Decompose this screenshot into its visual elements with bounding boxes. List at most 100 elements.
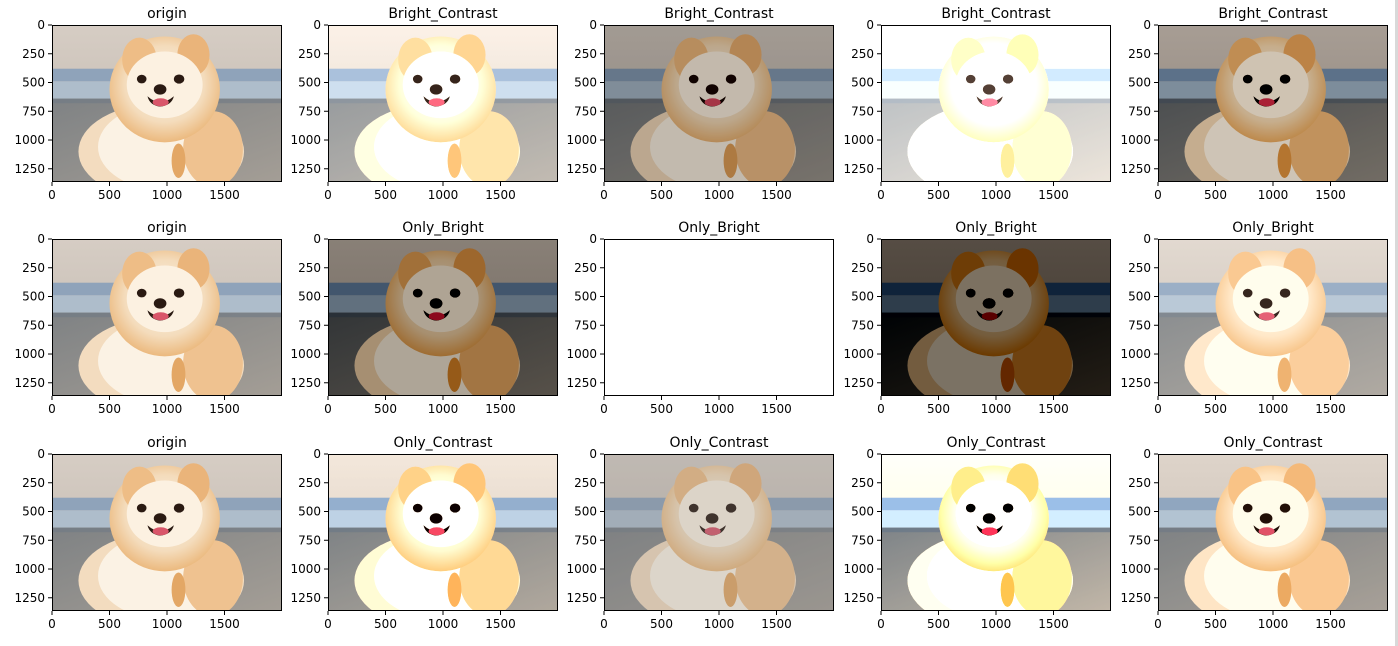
y-tick-label: 250 [1128,476,1151,490]
subplot-title: Bright_Contrast [1218,6,1328,22]
y-tick-label: 1250 [1120,376,1151,390]
dog-image [1158,239,1388,396]
x-tick-label: 1500 [209,188,240,202]
y-tick-label: 750 [298,318,321,332]
x-tick-label: 1500 [1315,617,1346,631]
y-tick-label: 750 [574,318,597,332]
x-tick-label: 500 [927,617,950,631]
x-tick-label: 1000 [704,188,735,202]
y-tick-label: 250 [22,47,45,61]
axes-frame [328,454,558,611]
x-tick-label: 1500 [761,402,792,416]
y-tick-label: 750 [1128,318,1151,332]
y-tick-label: 1000 [843,133,874,147]
y-tick-label: 500 [851,290,874,304]
y-tick-label: 1000 [1120,133,1151,147]
y-tick-label: 750 [22,318,45,332]
y-tick-label: 1250 [843,162,874,176]
axes-frame [328,239,558,396]
y-tick-label: 250 [22,476,45,490]
x-tick-label: 1000 [152,617,183,631]
x-tick-label: 0 [324,617,332,631]
y-tick-label: 500 [1128,76,1151,90]
dog-image [328,454,558,611]
x-tick-label: 1000 [428,402,459,416]
axes-frame [604,454,834,611]
y-tick-label: 1000 [566,347,597,361]
y-tick-label: 500 [1128,290,1151,304]
y-tick-label: 750 [1128,533,1151,547]
y-tick-label: 1250 [14,162,45,176]
x-tick-label: 1500 [761,188,792,202]
y-tick-label: 750 [574,104,597,118]
dog-image [881,239,1111,396]
subplot-title: Bright_Contrast [664,6,774,22]
y-tick-label: 0 [866,447,874,461]
x-tick-label: 0 [324,188,332,202]
y-tick-label: 250 [1128,47,1151,61]
y-tick-label: 750 [298,533,321,547]
y-tick-label: 250 [298,476,321,490]
x-tick-label: 1500 [761,617,792,631]
x-tick-label: 0 [877,402,885,416]
y-tick-label: 1000 [843,562,874,576]
y-tick-label: 0 [37,18,45,32]
x-tick-label: 0 [600,188,608,202]
subplot-title: Only_Contrast [947,435,1046,451]
x-tick-label: 1000 [1258,402,1289,416]
dog-image [604,25,834,182]
y-tick-label: 500 [574,505,597,519]
y-tick-label: 250 [574,47,597,61]
subplot-title: Only_Contrast [1224,435,1323,451]
x-tick-label: 1000 [428,188,459,202]
y-tick-label: 1000 [843,347,874,361]
x-tick-label: 0 [1154,617,1162,631]
y-tick-label: 750 [574,533,597,547]
x-tick-label: 500 [650,402,673,416]
subplot-title: origin [147,435,187,451]
x-tick-label: 1000 [981,617,1012,631]
y-tick-label: 0 [589,447,597,461]
y-tick-label: 1250 [843,376,874,390]
y-tick-label: 1000 [566,133,597,147]
x-tick-label: 1500 [1038,617,1069,631]
dog-image [604,239,834,396]
y-tick-label: 500 [298,505,321,519]
x-tick-label: 500 [650,188,673,202]
dog-image [604,454,834,611]
subplot-title: Only_Contrast [670,435,769,451]
dog-image [328,239,558,396]
y-tick-label: 500 [22,290,45,304]
subplot-title: origin [147,220,187,236]
y-tick-label: 1250 [1120,162,1151,176]
subplot-title: Only_Bright [955,220,1037,236]
axes-frame [881,25,1111,182]
x-tick-label: 0 [877,188,885,202]
y-tick-label: 250 [22,261,45,275]
y-tick-label: 0 [313,18,321,32]
x-tick-label: 1000 [428,617,459,631]
x-tick-label: 0 [324,402,332,416]
y-tick-label: 250 [298,261,321,275]
y-tick-label: 500 [298,76,321,90]
axes-frame [328,25,558,182]
y-tick-label: 1250 [14,376,45,390]
y-tick-label: 250 [851,261,874,275]
dog-image [52,25,282,182]
x-tick-label: 1000 [704,617,735,631]
x-tick-label: 1500 [1315,188,1346,202]
axes-frame [604,239,834,396]
dog-image [52,239,282,396]
y-tick-label: 1000 [290,562,321,576]
subplot-title: Only_Contrast [394,435,493,451]
axes-frame [1158,239,1388,396]
x-tick-label: 1500 [1038,402,1069,416]
x-tick-label: 1000 [152,402,183,416]
y-tick-label: 1250 [290,591,321,605]
y-tick-label: 1000 [14,347,45,361]
